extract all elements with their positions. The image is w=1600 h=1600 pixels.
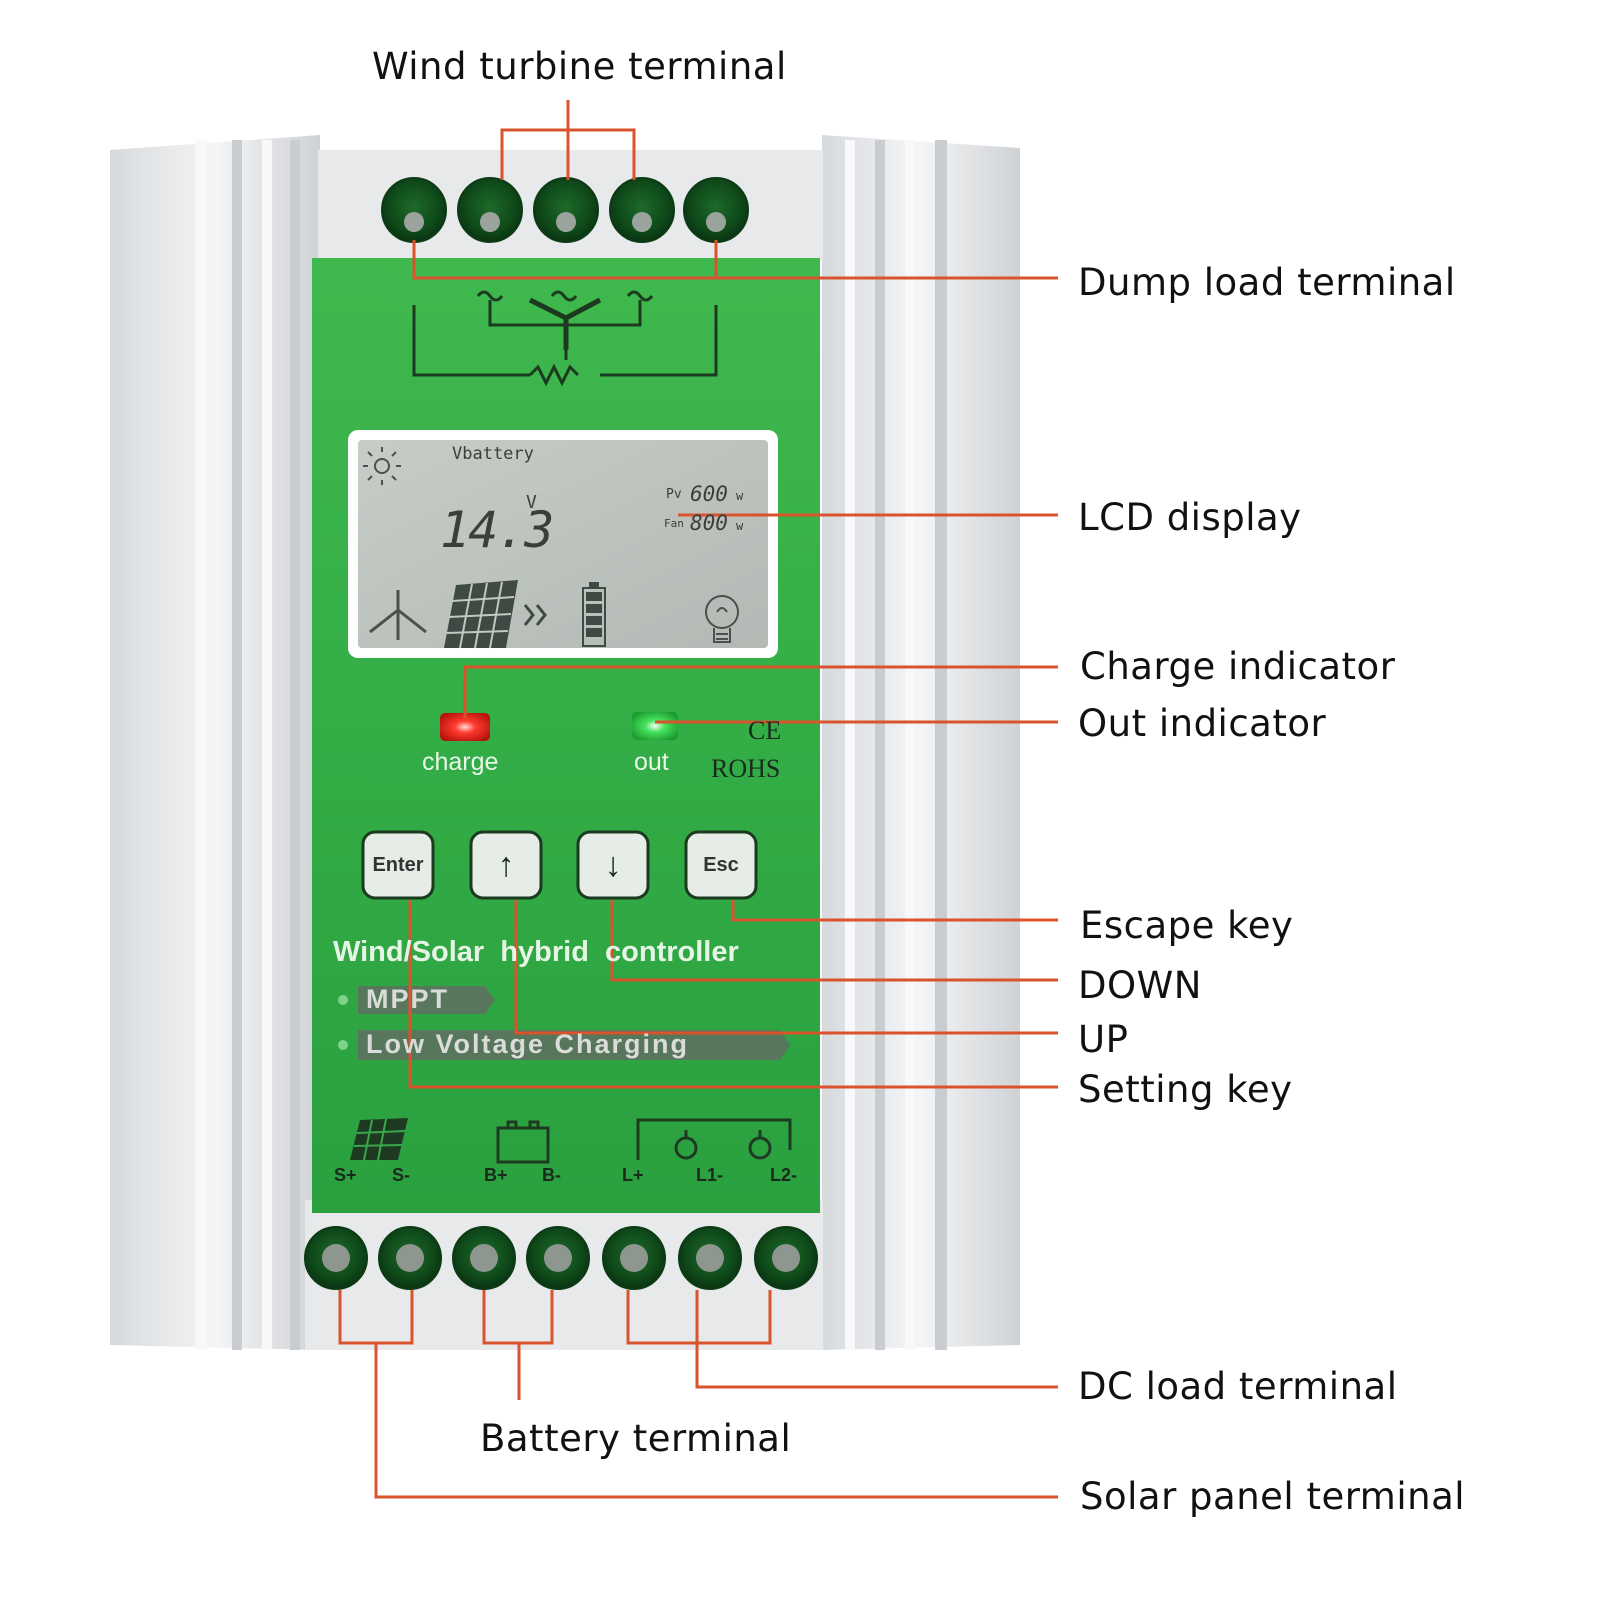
lightbulb-icon (705, 595, 739, 643)
product-title: Wind/Solar hybrid controller (333, 936, 739, 968)
down-button[interactable]: ↓ (604, 846, 622, 884)
terminal-label-l1-minus: L1- (696, 1165, 723, 1185)
up-button[interactable]: ↑ (497, 846, 515, 884)
label-out-indicator: Out indicator (1078, 702, 1327, 745)
lcd-voltage-value: 14.3 (440, 501, 554, 559)
feature-bullet (338, 995, 348, 1005)
lcd-voltage-unit: V (526, 492, 537, 513)
bottom-screw-terminals (304, 1226, 818, 1290)
lcd-pv-unit: w (736, 489, 744, 503)
terminal-label-l-plus: L+ (622, 1165, 644, 1185)
label-solar-panel-terminal: Solar panel terminal (1080, 1475, 1466, 1518)
enter-key-body (361, 830, 435, 900)
charge-led (440, 713, 490, 741)
lcd-pv-label: Pv (666, 487, 682, 502)
out-indicator-label: out (634, 748, 669, 776)
wind-dump-schematic (412, 290, 718, 387)
label-down: DOWN (1078, 964, 1202, 1007)
label-wind-turbine-terminal: Wind turbine terminal (372, 45, 787, 88)
label-charge-indicator: Charge indicator (1080, 645, 1396, 688)
feature-mppt: MPPT (366, 984, 450, 1014)
enter-button[interactable]: Enter (372, 854, 424, 876)
up-key-body (469, 830, 543, 900)
rohs-mark: ROHS (711, 754, 781, 783)
terminal-label-s-plus: S+ (334, 1165, 357, 1185)
label-battery-terminal: Battery terminal (480, 1417, 792, 1460)
charging-arrow-icon (523, 604, 547, 626)
battery-symbol-icon (496, 1120, 550, 1164)
lcd-pv-value: 600 (690, 482, 728, 506)
label-escape-key: Escape key (1080, 904, 1294, 947)
lcd-fan-unit: w (736, 519, 744, 533)
lcd-fan-label: Fan (664, 517, 684, 530)
front-panel (312, 258, 820, 1213)
sun-icon (363, 447, 401, 485)
terminal-label-b-minus: B- (542, 1165, 561, 1185)
left-heatsink (110, 135, 320, 1350)
label-dump-load-terminal: Dump load terminal (1078, 261, 1456, 304)
terminal-label-s-minus: S- (392, 1165, 410, 1185)
down-key-body (576, 830, 650, 900)
label-up: UP (1078, 1018, 1129, 1061)
load-symbol-icon (636, 1118, 792, 1160)
wind-turbine-terminals (381, 177, 749, 243)
wind-turbine-icon (369, 590, 427, 640)
mppt-ribbon (358, 986, 495, 1014)
ce-mark: CE (748, 716, 782, 745)
terminal-label-b-plus: B+ (484, 1165, 508, 1185)
right-heatsink (822, 135, 1020, 1350)
low-voltage-ribbon (358, 1030, 790, 1060)
out-led (632, 712, 678, 740)
battery-icon (582, 582, 606, 647)
esc-button[interactable]: Esc (703, 854, 739, 876)
lcd-fan-value: 800 (690, 511, 728, 535)
label-dc-load-terminal: DC load terminal (1078, 1365, 1398, 1408)
feature-low-voltage: Low Voltage Charging (366, 1029, 689, 1059)
solar-panel-icon (444, 580, 518, 649)
label-setting-key: Setting key (1078, 1068, 1293, 1111)
label-lcd-display: LCD display (1078, 496, 1302, 539)
leader-lines (338, 100, 1058, 1499)
solar-symbol-icon (350, 1118, 408, 1161)
lcd-vbattery-label: Vbattery (452, 444, 534, 464)
esc-key-body (684, 830, 758, 900)
charge-indicator-label: charge (422, 748, 499, 776)
feature-bullet (338, 1040, 348, 1050)
terminal-label-l2-minus: L2- (770, 1165, 797, 1185)
